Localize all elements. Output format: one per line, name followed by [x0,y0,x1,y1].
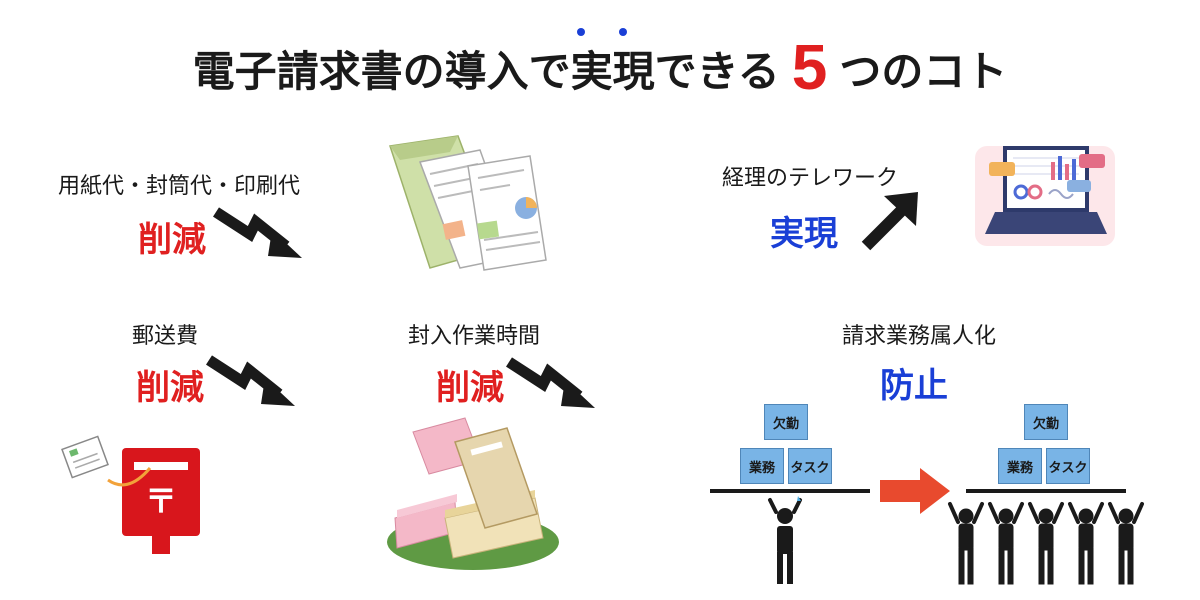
task-box: タスク [1046,448,1090,484]
right-arrow-icon [880,468,950,514]
struggling-person-icon [768,496,802,584]
task-box: タスク [788,448,832,484]
support-bar [710,489,870,493]
svg-text:〒: 〒 [145,482,177,520]
title-number: 5 [791,31,828,103]
paper-cost-label: 用紙代・封筒代・印刷代 [58,174,301,199]
telework-label: 経理のテレワーク [722,166,899,191]
team-people-icon [948,502,1144,585]
down-arrow-icon [506,357,595,408]
enclosing-result: 削減 [436,368,504,408]
paper-cost-result: 削減 [138,220,206,260]
title-part1: 電子請求書の導入で [192,47,571,96]
personalization-label: 請求業務属人化 [842,324,997,349]
postage-result: 削減 [136,368,204,408]
task-box: 欠勤 [764,404,808,440]
page-title: 電子請求書の導入で 実現 できる 5 つのコト [0,22,1200,102]
telework-result: 実現 [770,214,838,254]
title-part4: つのコト [839,47,1008,96]
documents-envelope-icon [389,135,547,271]
emphasis-dot-icon [576,28,585,36]
enclosing-label: 封入作業時間 [408,324,541,349]
title-part2: 実現 [570,28,655,102]
laptop-icon [975,146,1115,246]
task-box: 欠勤 [1024,404,1068,440]
title-part3: できる [654,47,780,96]
postage-label: 郵送費 [132,324,199,349]
mailbox-icon: 〒 [61,435,200,554]
title-emphasis: 実現 [570,47,655,96]
up-arrow-icon [861,192,918,251]
support-bar [966,489,1126,493]
personalization-result: 防止 [880,366,948,406]
task-box: 業務 [740,448,784,484]
emphasis-dot-icon [618,28,627,36]
down-arrow-icon [206,355,295,406]
envelope-stack-icon [387,417,559,570]
down-arrow-icon [213,207,302,258]
task-box: 業務 [998,448,1042,484]
